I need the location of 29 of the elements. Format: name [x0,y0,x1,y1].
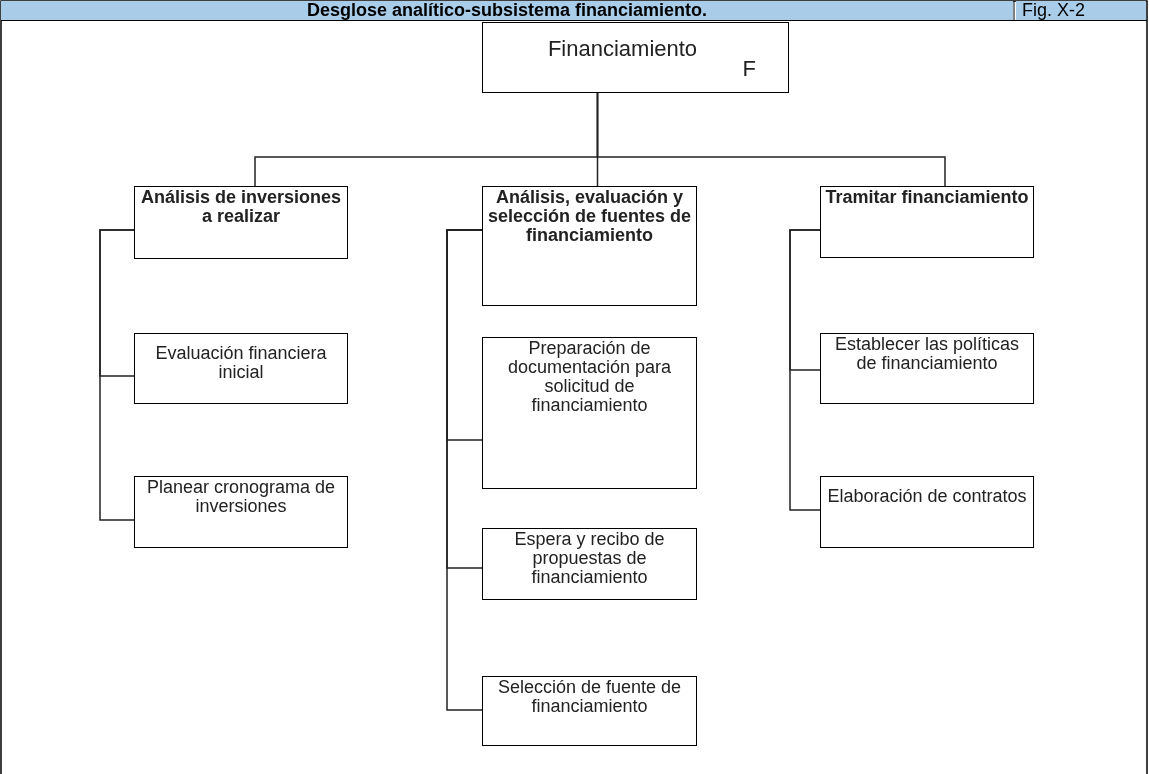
box-text: Análisis, evaluación y selección de fuentes de financiamiento [486,187,693,245]
box-text: Espera y recibo de propuestas de financiamiento [513,529,666,587]
box-text: Selección de fuente de financiamiento [496,677,683,716]
process-box [134,476,348,548]
process-box [134,333,348,404]
box-title: Financiamiento [546,35,699,61]
process-box [482,186,697,306]
process-box [482,337,697,489]
connector-line [789,229,821,511]
process-box [134,186,348,259]
process-box [482,528,697,600]
connector-line [596,92,946,187]
box-text: Planear cronograma de inversiones [145,477,337,516]
process-box [820,333,1034,404]
title-bar: Desglose analítico-subsistema financiamiento. [1,1,1013,20]
process-box [482,22,789,93]
process-box [820,186,1034,258]
box-text: Tramitar financiamiento [824,187,1030,207]
connector-line [99,229,135,521]
letter-code: F [742,57,756,81]
connector-line [446,229,483,711]
process-box [482,676,697,746]
process-box [820,476,1034,548]
figure-number: Fig. X-2 [1016,1,1146,20]
box-text: Evaluación financiera inicial [154,342,328,382]
box-text: Análisis de inversiones a realizar [139,187,343,226]
box-text: Establecer las políticas de financiamiento [833,334,1021,373]
box-text: Elaboración de contratos [826,485,1028,506]
box-text: Preparación de documentación para solicitud de financiamiento [506,338,673,415]
